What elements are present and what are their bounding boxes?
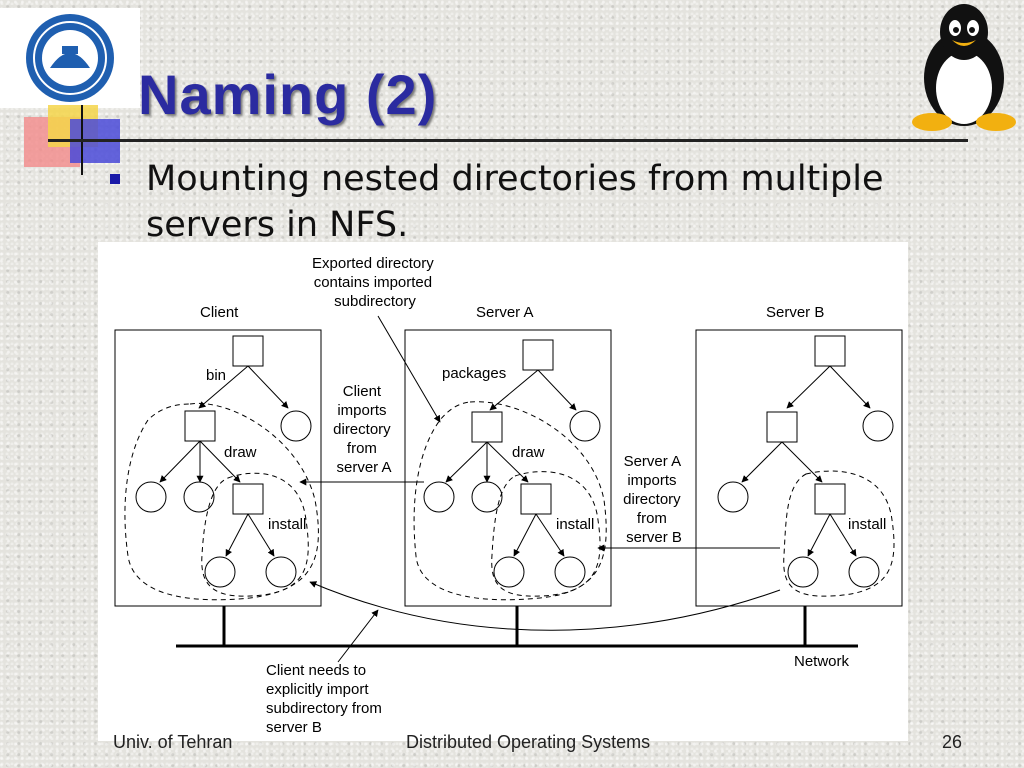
- server-a-install-label: install: [556, 516, 594, 533]
- server-a-machine: [404, 329, 612, 607]
- nfs-mount-diagram: Client Server A Server B Exported direct…: [98, 242, 908, 741]
- client-install-label: install: [268, 516, 306, 533]
- bullet-text: Mounting nested directories from multipl…: [146, 159, 884, 245]
- page-number: 26: [942, 732, 963, 752]
- university-logo: [0, 8, 140, 108]
- client-draw-label: draw: [224, 444, 257, 461]
- tux-penguin-icon: [908, 0, 1020, 132]
- server-b-machine: [695, 329, 903, 607]
- client-needs-note: Client needs to explicitly import subdir…: [266, 662, 386, 736]
- title-divider: [48, 139, 968, 142]
- server-a-imports-note: Server A imports directory from server B: [623, 453, 685, 546]
- client-imports-note: Client imports directory from server A: [333, 383, 395, 476]
- server-b-label: Server B: [766, 304, 824, 321]
- footer-center: Distributed Operating Systems: [406, 732, 651, 752]
- exported-note: Exported directory contains imported sub…: [312, 255, 438, 310]
- server-a-packages-label: packages: [442, 365, 506, 382]
- client-bin-label: bin: [206, 367, 226, 384]
- server-a-label: Server A: [476, 304, 534, 321]
- client-machine: [114, 329, 322, 607]
- network-label: Network: [794, 653, 850, 670]
- footer-left: Univ. of Tehran: [113, 732, 233, 752]
- bullet-marker: [110, 174, 120, 184]
- server-a-draw-label: draw: [512, 444, 545, 461]
- page-title: Naming (2): [138, 63, 438, 126]
- server-b-install-label: install: [848, 516, 886, 533]
- client-label: Client: [200, 304, 239, 321]
